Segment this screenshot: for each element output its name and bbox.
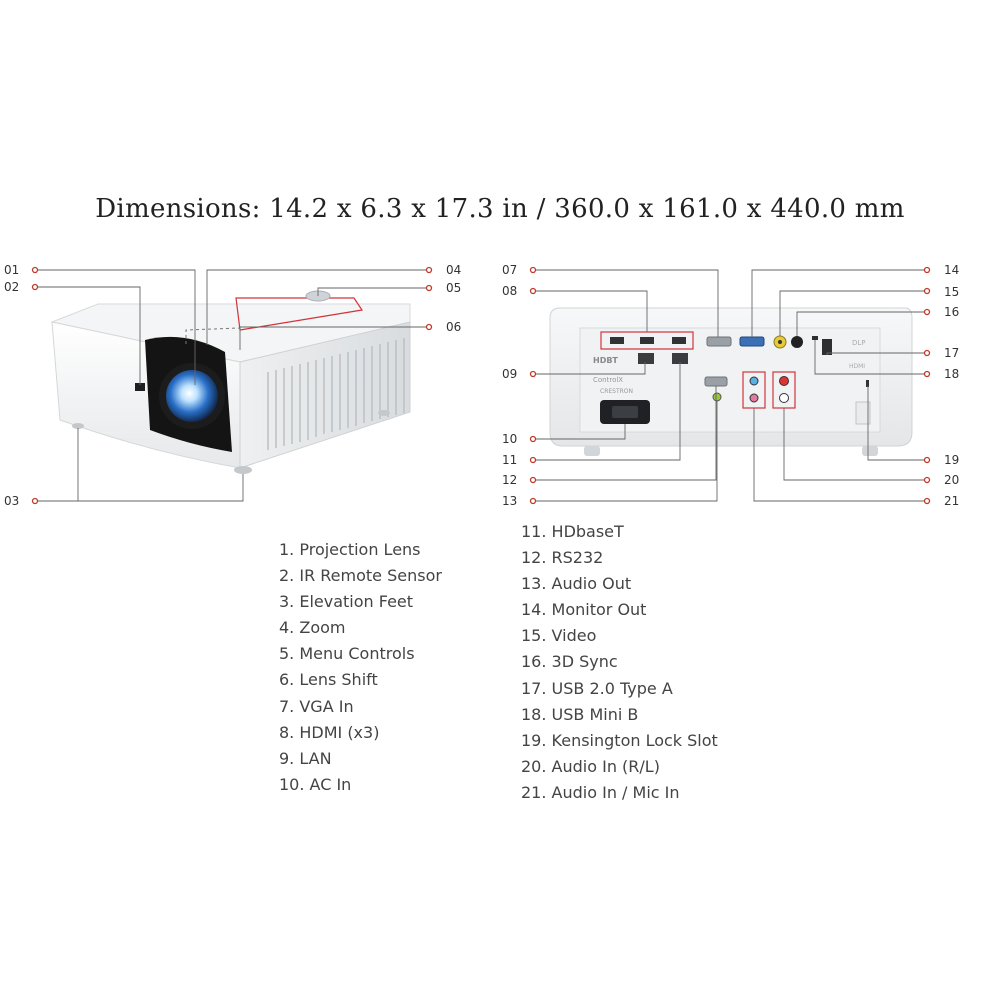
legend-item: 2. IR Remote Sensor: [279, 566, 442, 586]
legend-right: 11. HDbaseT 12. RS232 13. Audio Out 14. …: [521, 519, 718, 806]
side-vents: [267, 338, 405, 450]
callout-02: 02: [4, 280, 20, 294]
hdbaset-port: [672, 353, 688, 364]
legend-item: 1. Projection Lens: [279, 540, 421, 559]
rear-callout-markers: [529, 266, 931, 505]
dimensions-title: Dimensions: 14.2 x 6.3 x 17.3 in / 360.0…: [95, 194, 905, 224]
callout-16: 16: [944, 305, 960, 319]
hdbt-logo: HDBT: [593, 356, 618, 365]
callout-14: 14: [944, 263, 960, 277]
legend-item: 19. Kensington Lock Slot: [521, 730, 718, 750]
vga-in-port: [706, 336, 732, 347]
callout-17: 17: [944, 346, 960, 360]
legend-item: 18. USB Mini B: [521, 704, 639, 724]
usb-a-port: [822, 339, 832, 355]
legend-item: 16. 3D Sync: [521, 652, 618, 672]
hdmi-port: [672, 337, 686, 344]
callout-05: 05: [446, 281, 462, 295]
hdmi-logo: HDMI: [849, 363, 865, 370]
projector-front-view: [50, 290, 411, 474]
legend-item: 17. USB 2.0 Type A: [521, 678, 673, 698]
legend-item: 20. Audio In (R/L): [521, 756, 660, 776]
lan-port: [638, 353, 654, 364]
legend-item: 6. Lens Shift: [279, 670, 378, 690]
monitor-out-port: [739, 336, 765, 347]
controlx-label: ControlX: [593, 376, 623, 384]
usb-mini-port: [812, 336, 818, 340]
legend-item: 12. RS232: [521, 548, 604, 568]
legend-item: 9. LAN: [279, 748, 332, 768]
callout-11: 11: [502, 453, 518, 467]
legend-item: 13. Audio Out: [521, 574, 632, 594]
legend-item: 10. AC In: [279, 774, 352, 794]
audio-out-port: [712, 392, 722, 402]
callout-21: 21: [944, 494, 960, 508]
legend-item: 14. Monitor Out: [521, 600, 647, 620]
callout-15: 15: [944, 285, 960, 299]
left-callout-markers: [31, 266, 433, 505]
callout-06: 06: [446, 320, 462, 334]
legend-item: 8. HDMI (x3): [279, 722, 380, 742]
legend-item: 4. Zoom: [279, 618, 346, 638]
legend-item: 5. Menu Controls: [279, 644, 415, 664]
callout-03: 03: [4, 494, 20, 508]
legend-left: 1. Projection Lens 2. IR Remote Sensor 3…: [279, 537, 442, 798]
legend-item: 11. HDbaseT: [521, 522, 624, 541]
callout-10: 10: [502, 432, 518, 446]
crestron-label: CRESTRON: [600, 388, 633, 395]
legend-item: 15. Video: [521, 626, 597, 646]
kensington-slot: [866, 380, 869, 387]
callout-08: 08: [502, 284, 518, 298]
legend-item: 7. VGA In: [279, 696, 354, 716]
callout-20: 20: [944, 473, 960, 487]
projection-lens: [166, 370, 218, 422]
hdmi-port: [640, 337, 654, 344]
rear-callout-lines: [533, 269, 927, 502]
projector-rear-view: [549, 307, 913, 456]
callout-18: 18: [944, 367, 960, 381]
callout-07: 07: [502, 263, 518, 277]
callout-09: 09: [502, 367, 518, 381]
rs232-port: [704, 376, 728, 387]
callout-01: 01: [4, 263, 20, 277]
dlp-logo: DLP: [852, 339, 866, 347]
legend-item: 3. Elevation Feet: [279, 592, 414, 612]
callout-19: 19: [944, 453, 960, 467]
legend-item: 21. Audio In / Mic In: [521, 782, 680, 802]
ir-sensor: [135, 383, 145, 391]
callout-12: 12: [502, 473, 518, 487]
elevation-foot: [234, 466, 252, 474]
3d-sync-port: [791, 336, 803, 348]
hdmi-port: [610, 337, 624, 344]
left-callout-lines: [35, 269, 429, 502]
callout-04: 04: [446, 263, 462, 277]
callout-13: 13: [502, 494, 518, 508]
